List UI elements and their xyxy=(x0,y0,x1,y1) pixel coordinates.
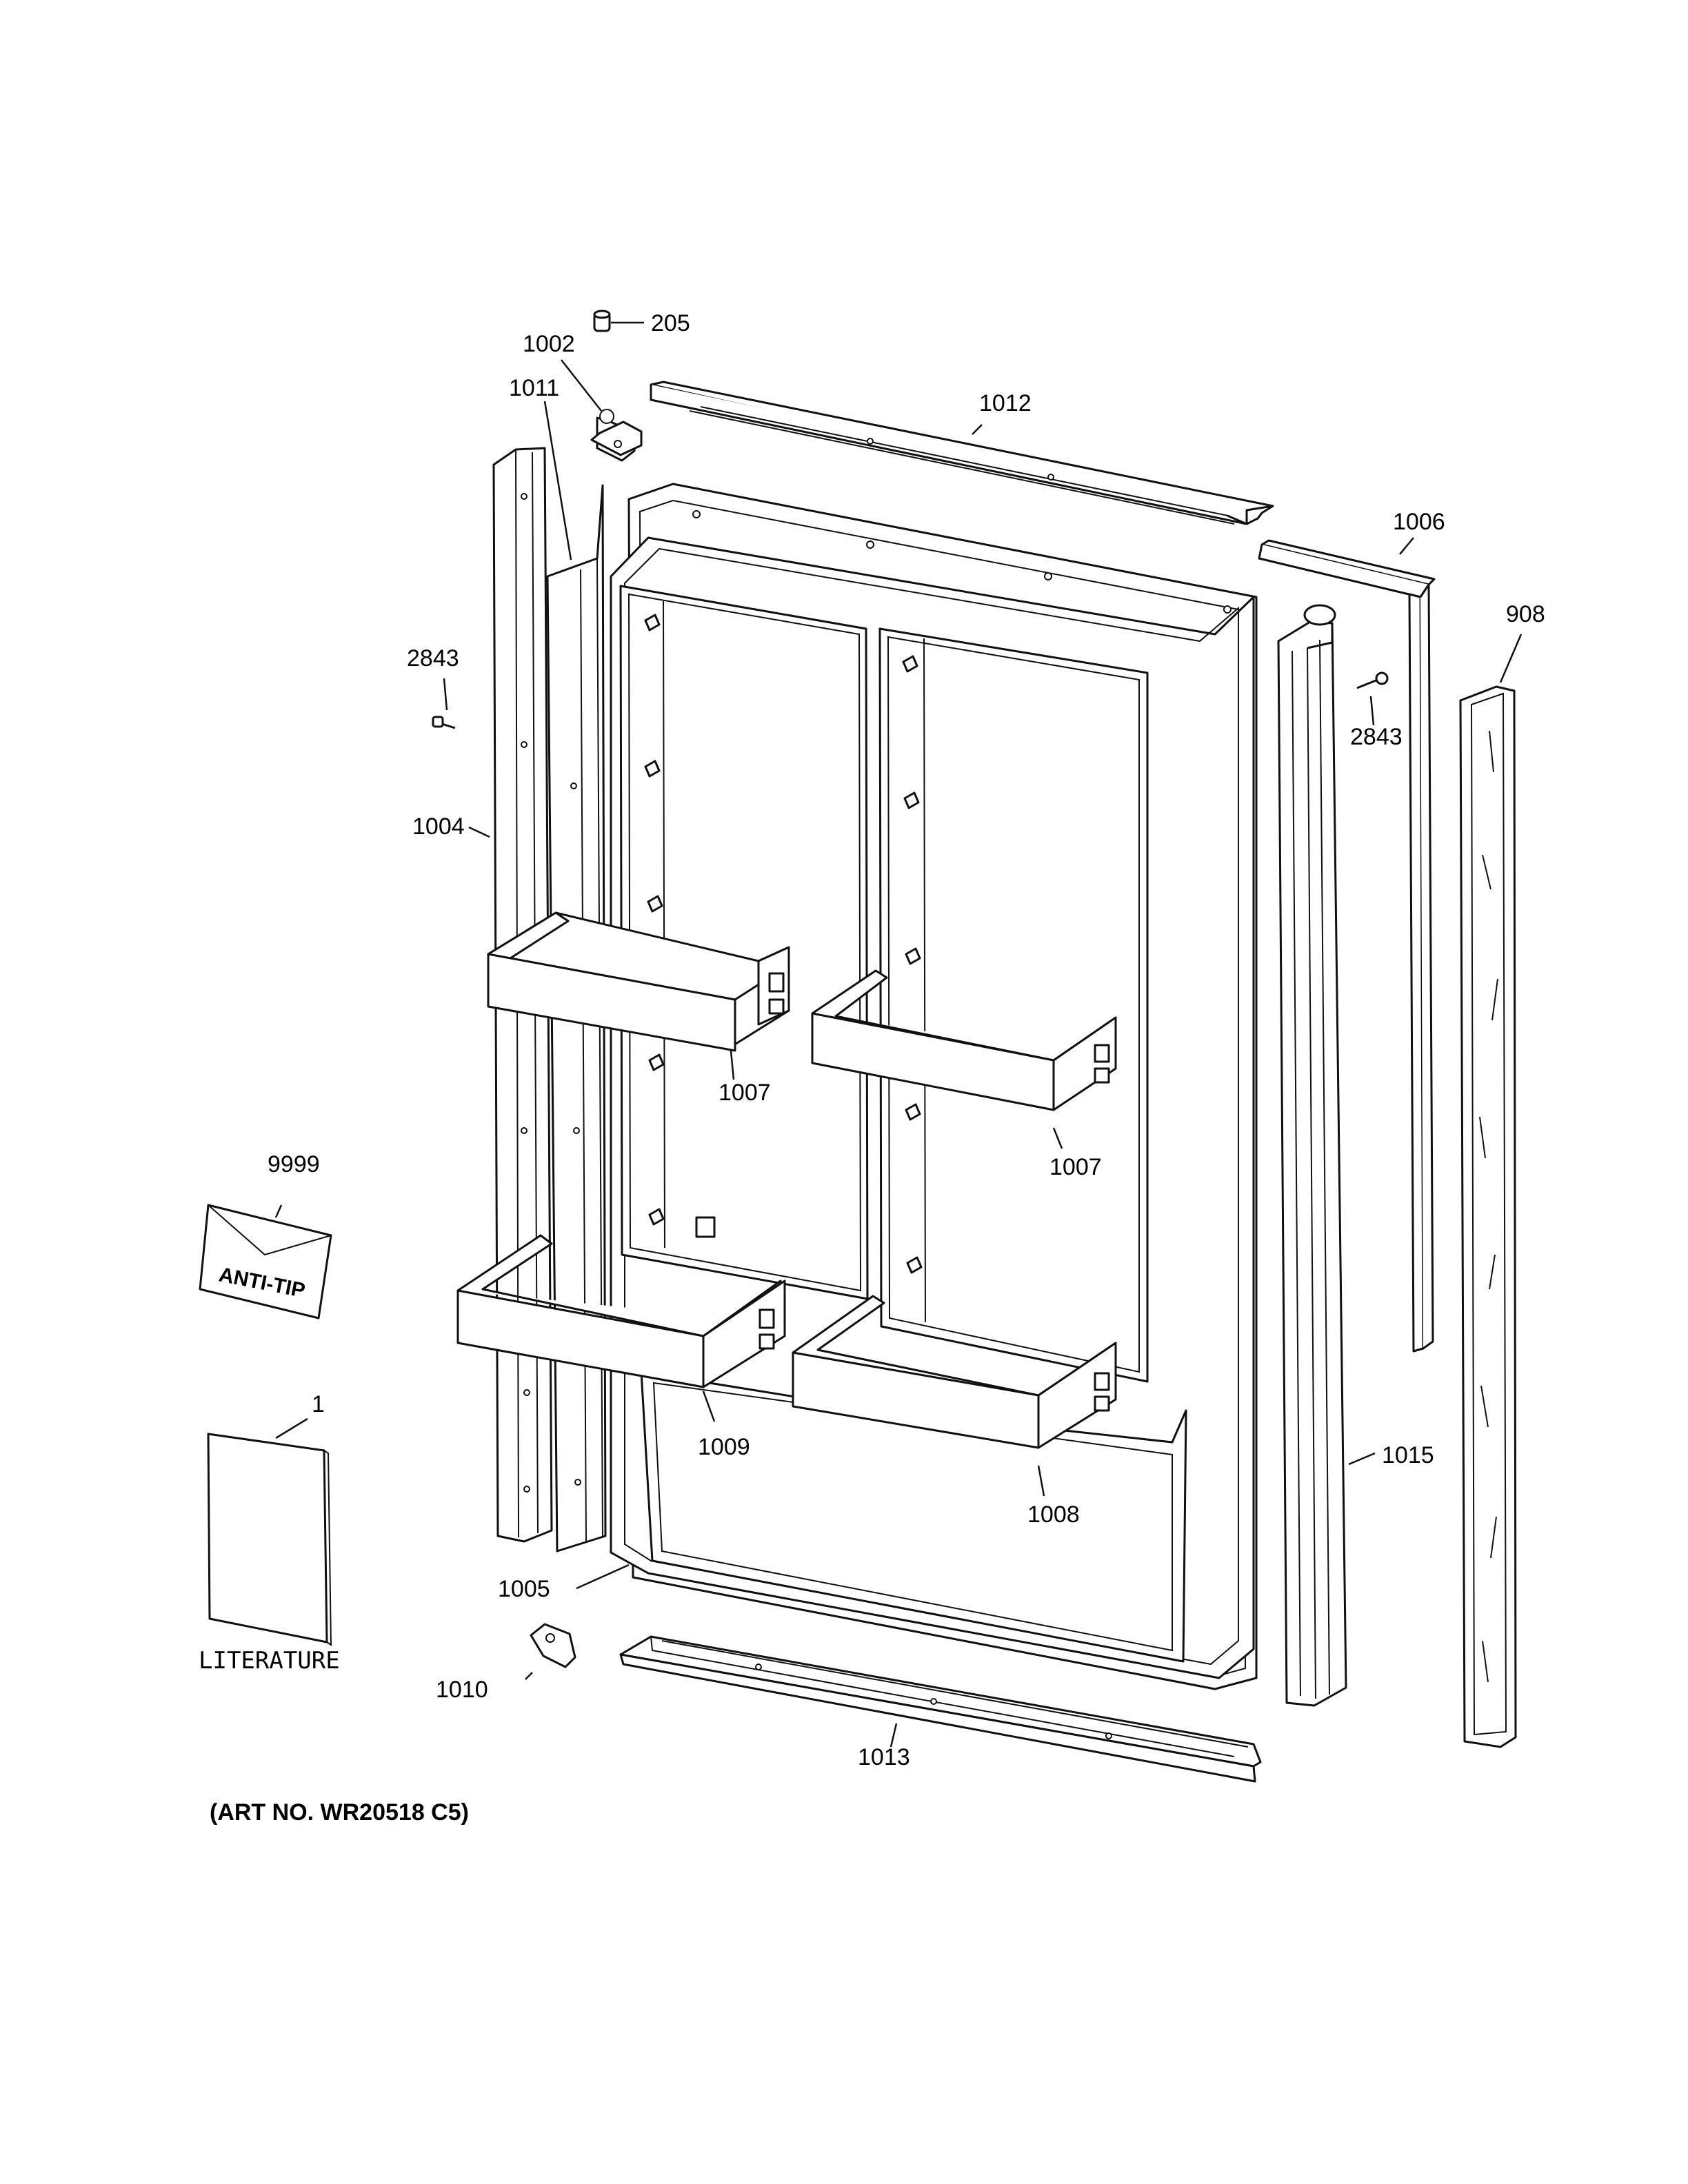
callout-1004: 1004 xyxy=(412,813,465,840)
callout-205: 205 xyxy=(651,310,690,336)
part-1009-bin-lower-left xyxy=(456,1234,786,1388)
part-908-door-gasket xyxy=(1459,685,1517,1748)
callout-1012: 1012 xyxy=(979,390,1032,416)
part-1013-bottom-trim xyxy=(619,1635,1262,1783)
callout-1010: 1010 xyxy=(436,1677,488,1703)
callout-1005: 1005 xyxy=(498,1576,550,1602)
callout-1007-left: 1007 xyxy=(719,1080,771,1106)
callout-908: 908 xyxy=(1506,601,1545,627)
leader-lines xyxy=(274,321,1523,1748)
callout-1013: 1013 xyxy=(858,1744,910,1770)
callout-2843-right: 2843 xyxy=(1350,724,1403,750)
callout-1002: 1002 xyxy=(523,331,575,357)
part-1007-bin-left xyxy=(487,911,790,1052)
callout-1: 1 xyxy=(312,1391,325,1417)
part-1012-top-trim xyxy=(650,381,1274,525)
part-1007-bin-right xyxy=(811,969,1117,1111)
callout-2843-left: 2843 xyxy=(407,645,459,671)
part-9999-anti-tip-envelope xyxy=(199,1204,332,1320)
part-2843-screw-left xyxy=(432,716,456,729)
part-1008-bin-lower-right xyxy=(792,1295,1117,1449)
part-1002-top-hinge xyxy=(590,409,643,462)
art-number: (ART NO. WR20518 C5) xyxy=(210,1799,469,1826)
callout-1008: 1008 xyxy=(1027,1502,1080,1528)
part-1010-bottom-hinge xyxy=(530,1623,576,1668)
literature-label: LITERATURE xyxy=(199,1647,340,1675)
callout-9999: 9999 xyxy=(268,1151,320,1177)
callout-1011: 1011 xyxy=(509,375,559,401)
part-1-literature xyxy=(207,1433,332,1646)
callout-1006: 1006 xyxy=(1393,509,1445,535)
callout-1015: 1015 xyxy=(1382,1442,1434,1468)
callout-1009: 1009 xyxy=(698,1434,750,1460)
part-2843-screw-right xyxy=(1356,671,1389,689)
callout-1007-right: 1007 xyxy=(1049,1154,1102,1180)
part-1006-gasket-strip xyxy=(1258,539,1436,1353)
part-1015-channel xyxy=(1277,604,1347,1707)
callout-labels: 205 1002 1011 1012 1006 908 2843 2843 10… xyxy=(268,310,1545,1770)
part-205-cap xyxy=(593,310,611,332)
